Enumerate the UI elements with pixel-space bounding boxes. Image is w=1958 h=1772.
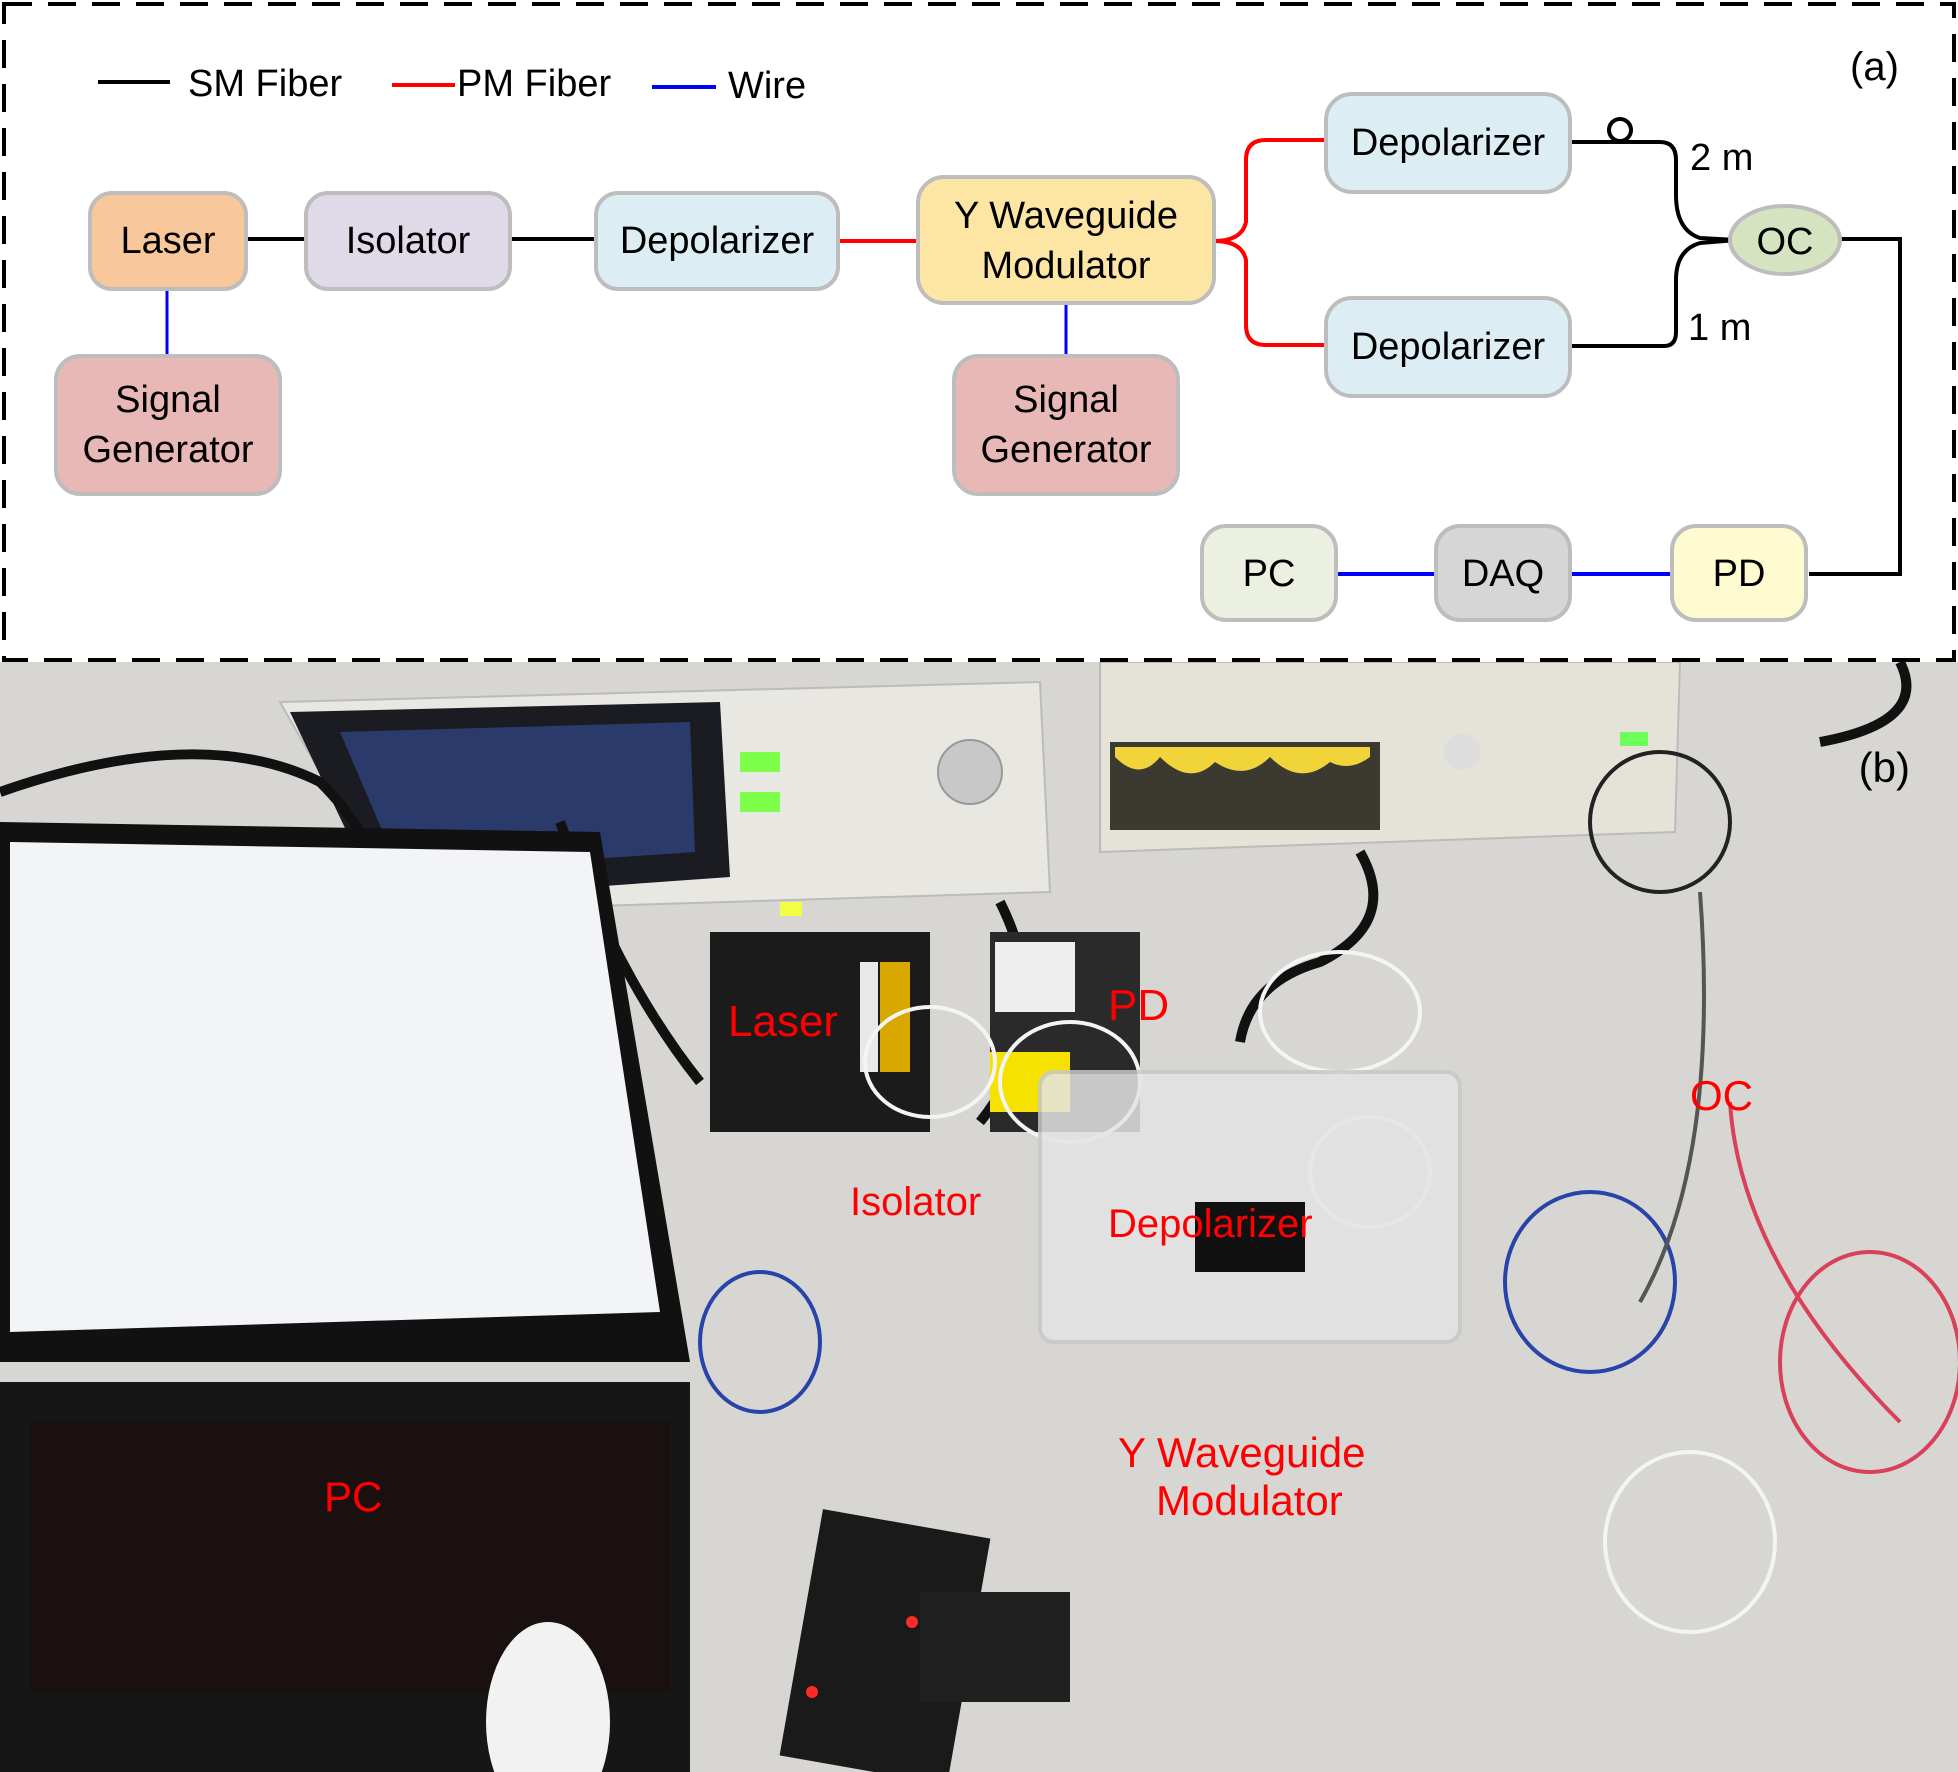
node-pc: PC <box>1200 524 1338 622</box>
node-isolator-label: Isolator <box>346 220 471 262</box>
panel-a-schematic: SM Fiber PM Fiber Wire (a) Laser Isolato… <box>0 0 1958 662</box>
node-signal-gen-2-label-line2: Generator <box>980 429 1151 471</box>
node-depolarizer-1-box <box>594 191 840 291</box>
node-pd: PD <box>1670 524 1808 622</box>
node-depolarizer-bottom-label: Depolarizer <box>1351 326 1546 368</box>
legend-sm-fiber-label: SM Fiber <box>188 63 342 105</box>
node-depolarizer-top: Depolarizer <box>1324 92 1572 194</box>
y-waveguide-tray <box>1038 1070 1462 1344</box>
node-signal-gen-2-label-line1: Signal <box>1013 379 1119 421</box>
schematic-svg: SM Fiber PM Fiber Wire (a) Laser Isolato… <box>2 2 1956 662</box>
node-daq: DAQ <box>1434 524 1572 622</box>
node-y-waveguide-modulator: Y Waveguide Modulator <box>916 175 1216 305</box>
node-pc-box <box>1200 524 1338 622</box>
fiber-length-top: 2 m <box>1690 137 1753 179</box>
panel-b-label: (b) <box>1858 744 1910 791</box>
node-depolarizer-1-label: Depolarizer <box>620 220 815 262</box>
laser-module <box>710 932 930 1132</box>
node-pd-label: PD <box>1713 553 1766 595</box>
photo-label-isolator: Isolator <box>850 1180 982 1224</box>
node-pc-label: PC <box>1243 553 1296 595</box>
fiber-length-bottom: 1 m <box>1688 307 1751 349</box>
node-isolator-box <box>304 191 512 291</box>
pm-fiber-ywg-depolarizer-top <box>1213 138 1326 243</box>
photo-label-oc: OC <box>1690 1072 1753 1119</box>
photo-label-pd: PD <box>1108 981 1170 1030</box>
dashed-frame <box>2 2 1956 662</box>
function-generator-instrument <box>278 680 1052 916</box>
sm-fiber-2m <box>1570 140 1738 242</box>
photo-scene <box>0 662 1958 1772</box>
node-laser: Laser <box>88 191 248 291</box>
node-ywg-label-line2: Modulator <box>982 245 1151 287</box>
daq-board <box>779 1509 1070 1772</box>
node-depolarizer-bottom-box <box>1324 296 1572 398</box>
node-oc-label: OC <box>1757 221 1814 263</box>
node-signal-generator-2: Signal Generator <box>952 354 1180 496</box>
node-depolarizer-1: Depolarizer <box>594 191 840 291</box>
node-laser-label: Laser <box>120 220 215 262</box>
node-depolarizer-top-box <box>1324 92 1572 194</box>
node-oc: OC <box>1728 204 1842 276</box>
sm-fiber-oc-pd <box>1809 237 1902 576</box>
photo-label-depolarizer: Depolarizer <box>1108 1202 1313 1246</box>
pm-fiber-ywg-depolarizer-bottom <box>1213 239 1326 347</box>
node-oc-ellipse <box>1728 204 1842 276</box>
sm-fiber-1m <box>1570 238 1738 348</box>
node-signal-gen-1-label-line1: Signal <box>115 379 221 421</box>
photo-label-pc: PC <box>324 1473 383 1520</box>
photo-label-laser: Laser <box>728 997 839 1046</box>
node-signal-gen-1-label-line2: Generator <box>82 429 253 471</box>
photo-label-ywg-line2: Modulator <box>1156 1477 1343 1524</box>
node-ywg-label-line1: Y Waveguide <box>954 195 1178 237</box>
node-signal-gen-1-box <box>54 354 282 496</box>
node-signal-generator-1: Signal Generator <box>54 354 282 496</box>
fiber-loop-icon <box>1607 117 1633 143</box>
panel-b-photo: (b) Laser PD Isolator Depolarizer OC Y W… <box>0 662 1958 1772</box>
oscilloscope-instrument <box>1099 662 1682 854</box>
node-laser-box <box>88 191 248 291</box>
node-ywg-box <box>916 175 1216 305</box>
green-indicator-light <box>740 752 780 772</box>
node-signal-gen-2-box <box>952 354 1180 496</box>
legend-wire-label: Wire <box>728 65 806 107</box>
node-depolarizer-top-label: Depolarizer <box>1351 122 1546 164</box>
legend-pm-fiber-label: PM Fiber <box>457 63 611 105</box>
node-daq-label: DAQ <box>1462 553 1544 595</box>
node-daq-box <box>1434 524 1572 622</box>
node-depolarizer-bottom: Depolarizer <box>1324 296 1572 398</box>
connections <box>165 117 1902 576</box>
laptop <box>0 822 690 1772</box>
mouse <box>486 1622 610 1772</box>
node-isolator: Isolator <box>304 191 512 291</box>
legend: SM Fiber PM Fiber Wire <box>98 63 806 107</box>
node-pd-box <box>1670 524 1808 622</box>
panel-a-label: (a) <box>1850 45 1899 89</box>
photo-label-ywg-line1: Y Waveguide <box>1118 1429 1366 1476</box>
